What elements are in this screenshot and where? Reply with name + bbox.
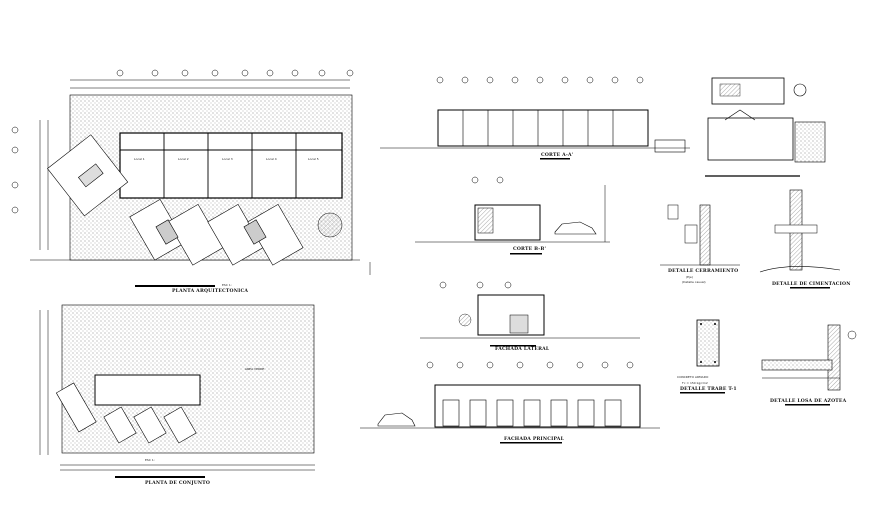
detail-wall-note: (Detalle casual) (682, 280, 706, 284)
site-building (94, 374, 201, 406)
facade-side-title: FACHADA LATERAL (495, 346, 550, 352)
section-aa-body (437, 109, 649, 147)
detail-wall-title: DETALLE CERRAMIENTO (668, 268, 738, 274)
detail-foundation-title: DETALLE DE CIMENTACION (772, 281, 851, 287)
detail-wall-scale: (Eje) (686, 275, 693, 279)
plan-unit-walls (120, 133, 342, 198)
site-parking (55, 382, 197, 444)
section-bb: CORTE B-B' (415, 176, 610, 255)
facade-main-axes (360, 361, 660, 429)
section-bb-axes (415, 176, 610, 243)
section-bb-car (554, 221, 597, 235)
section-aa-title-bar (540, 158, 570, 160)
facade-side-axes (420, 281, 640, 339)
detail-beam: CONCRETO ARMADO f'c = 150 kg/cm2 DETALLE… (677, 319, 737, 394)
plan-architectural-scale: ESC 1: (222, 283, 232, 287)
section-aa-partitions (462, 110, 614, 146)
facade-main-openings (442, 399, 622, 427)
detail-beam-note1: CONCRETO ARMADO (677, 375, 709, 379)
facade-main-title: FACHADA PRINCIPAL (504, 436, 565, 442)
plan-architectural-title: PLANTA ARQUITECTONICA (172, 288, 248, 294)
plan-building (119, 132, 343, 199)
site-plan-scale: ESC 1: (145, 458, 155, 462)
section-bb-title-bar (510, 253, 542, 255)
site-plan-title: PLANTA DE CONJUNTO (145, 480, 210, 486)
plan-title-bar (135, 285, 215, 287)
detail-beam-note2: f'c = 150 kg/cm2 (682, 381, 708, 385)
site-title-bar (115, 476, 205, 478)
plan-architectural: Local 1 Local 2 Local 3 Local 4 Local 5 … (11, 69, 371, 294)
section-bb-title: CORTE B-B' (513, 246, 546, 252)
detail-slab: DETALLE LOSA DE AZOTEA (761, 324, 857, 406)
plan-site: AREA VERDE ESC 1: PLANTA DE CONJUNTO (39, 304, 315, 486)
facade-side-title-bar (490, 345, 536, 347)
facade-main: FACHADA PRINCIPAL (360, 361, 660, 444)
detail-beam-title: DETALLE TRABE T-1 (680, 386, 737, 392)
facade-side: FACHADA LATERAL (420, 281, 640, 352)
site-dimensions (39, 310, 315, 471)
facade-main-car (377, 412, 416, 427)
section-aa: CORTE A-A' (380, 76, 690, 160)
detail-foundation: DETALLE DE CIMENTACION (759, 189, 851, 289)
unit-label-4: Local 4 (266, 157, 277, 161)
site-area-label: AREA VERDE (245, 367, 264, 371)
plan-tree (317, 212, 343, 238)
unit-label-1: Local 1 (134, 157, 145, 161)
detail-slab-title: DETALLE LOSA DE AZOTEA (770, 398, 847, 404)
unit-label-5: Local 5 (308, 157, 319, 161)
section-aa-annex (654, 139, 686, 153)
detail-top-right (705, 77, 826, 177)
unit-label-2: Local 2 (178, 157, 189, 161)
detail-wall: DETALLE CERRAMIENTO (Eje) (Detalle casua… (660, 204, 740, 284)
facade-main-title-bar (500, 442, 562, 444)
section-aa-title: CORTE A-A' (541, 152, 573, 158)
unit-label-3: Local 3 (222, 157, 233, 161)
plan-parking (47, 134, 304, 266)
section-aa-axes (380, 76, 690, 149)
plan-unit-labels: Local 1 Local 2 Local 3 Local 4 Local 5 (134, 157, 319, 161)
